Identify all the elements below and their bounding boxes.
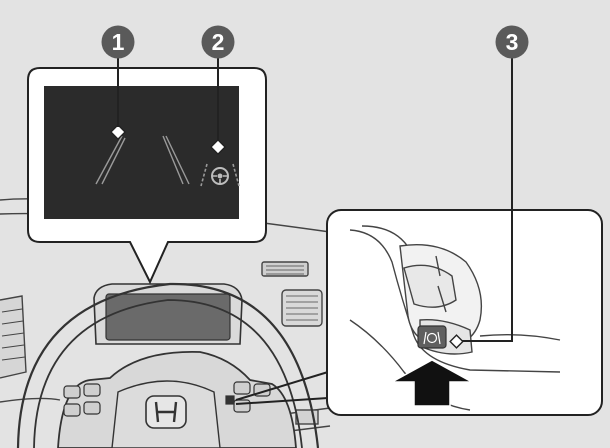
lane-lines-icon — [95, 135, 190, 185]
left-spoke-controls — [63, 383, 101, 417]
switch-closeup-callout — [235, 209, 603, 416]
lkas-button[interactable] — [417, 325, 447, 349]
center-vent — [261, 261, 323, 327]
instrument-cluster — [93, 283, 243, 345]
steering-wheel — [16, 282, 320, 448]
callout-3: 3 — [495, 25, 529, 59]
callout-1: 1 — [101, 25, 135, 59]
svg-text:2: 2 — [212, 29, 225, 55]
svg-text:3: 3 — [506, 29, 519, 55]
callout-2: 2 — [201, 25, 235, 59]
up-arrow-icon — [391, 359, 473, 407]
svg-text:1: 1 — [112, 29, 125, 55]
lkas-button-icon — [423, 331, 441, 345]
multi-info-display — [44, 86, 239, 219]
h-emblem-icon — [145, 395, 187, 429]
display-closeup-callout — [27, 67, 267, 285]
steering-wheel-lane-icon — [200, 163, 240, 187]
leader-lines — [117, 58, 513, 342]
